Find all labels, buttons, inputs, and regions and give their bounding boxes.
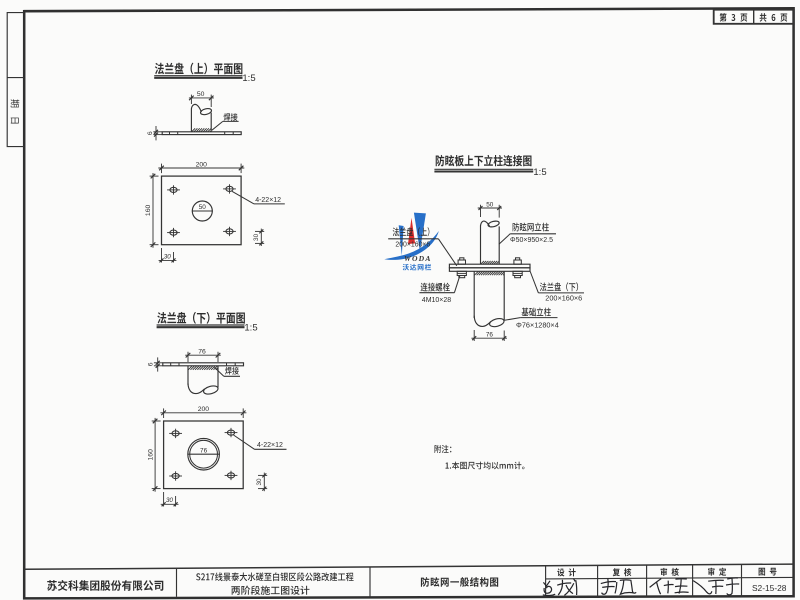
- svg-text:WODA: WODA: [404, 254, 432, 263]
- svg-text:Φ50×950×2.5: Φ50×950×2.5: [510, 237, 553, 244]
- svg-text:50: 50: [199, 204, 207, 211]
- svg-text:76: 76: [486, 332, 494, 339]
- svg-text:S2-15-28: S2-15-28: [752, 583, 787, 593]
- svg-text:30: 30: [166, 497, 174, 504]
- svg-text:200: 200: [198, 406, 210, 413]
- svg-text:200×160×6: 200×160×6: [545, 293, 582, 302]
- svg-text:200×160×6: 200×160×6: [395, 241, 430, 248]
- svg-text:30: 30: [164, 253, 172, 260]
- svg-text:160: 160: [145, 205, 152, 217]
- svg-text:4-22×12: 4-22×12: [257, 442, 283, 449]
- svg-text:1:5: 1:5: [242, 73, 255, 84]
- svg-text:Φ76×1280×4: Φ76×1280×4: [516, 321, 559, 330]
- svg-text:200: 200: [196, 161, 208, 168]
- svg-text:50: 50: [486, 201, 494, 208]
- svg-text:50: 50: [197, 91, 205, 98]
- svg-text:1:5: 1:5: [533, 167, 546, 178]
- svg-text:4-22×12: 4-22×12: [255, 197, 281, 204]
- svg-text:1:5: 1:5: [244, 323, 257, 334]
- svg-text:30: 30: [253, 233, 260, 241]
- svg-text:6: 6: [147, 131, 154, 135]
- svg-text:6: 6: [148, 362, 155, 366]
- svg-text:30: 30: [256, 478, 263, 486]
- svg-text:160: 160: [147, 449, 154, 461]
- svg-text:76: 76: [198, 349, 206, 356]
- svg-text:4M10×28: 4M10×28: [422, 297, 451, 304]
- svg-text:76: 76: [200, 447, 208, 454]
